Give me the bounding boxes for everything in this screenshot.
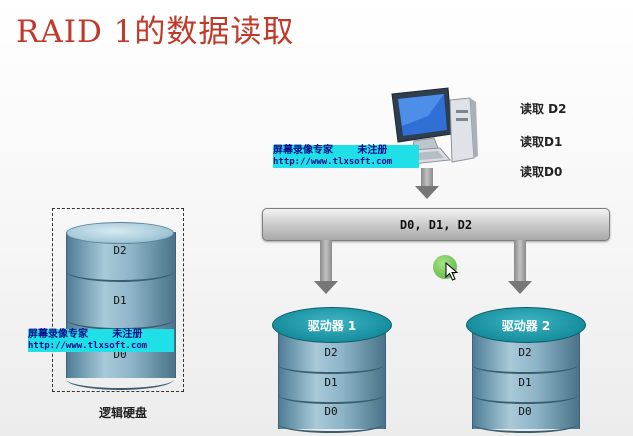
arrow-down-icon <box>514 240 526 282</box>
arrow-head-icon <box>314 281 338 294</box>
logical-disk: D2 D1 D0 <box>66 222 176 390</box>
arrow-head-icon <box>508 281 532 294</box>
drive-cap: 驱动器 1 <box>272 307 392 343</box>
segment-label: D0 <box>518 405 532 418</box>
arrow-down-icon <box>421 168 433 187</box>
mouse-pointer-icon <box>445 262 459 281</box>
logical-disk-label: 逻辑硬盘 <box>98 406 147 420</box>
data-bus: D0, D1, D2 <box>262 208 610 241</box>
logical-disk-frame <box>52 208 184 392</box>
segment-label: D1 <box>518 376 532 389</box>
bus-label: D0, D1, D2 <box>399 217 473 232</box>
arrow-head-icon <box>415 186 439 199</box>
segment-label: D1 <box>113 294 127 307</box>
watermark-url: http://www.tlxsoft.com <box>28 341 174 352</box>
drive-label: 驱动器 2 <box>501 318 551 333</box>
watermark-text: 屏幕录像专家 未注册 <box>28 329 174 341</box>
read-op-label: 读取D1 <box>520 135 563 149</box>
drive-2: 驱动器 2 D2 D1 D0 <box>466 305 586 433</box>
page-title: RAID 1的数据读取 <box>16 14 295 50</box>
segment-label: D2 <box>113 244 127 257</box>
segment-label: D2 <box>324 346 338 359</box>
drive-1: 驱动器 1 D2 D1 D0 <box>272 305 392 433</box>
read-op-label: 读取 D2 <box>520 102 567 116</box>
watermark-text: 屏幕录像专家 未注册 <box>273 145 419 157</box>
segment-label: D2 <box>518 346 532 359</box>
arrow-down-icon <box>320 240 332 282</box>
watermark-url: http://www.tlxsoft.com <box>273 157 419 168</box>
segment-label: D0 <box>324 405 338 418</box>
drive-label: 驱动器 1 <box>307 318 357 333</box>
drive-cap: 驱动器 2 <box>466 307 586 343</box>
segment-label: D1 <box>324 376 338 389</box>
read-op-label: 读取D0 <box>520 165 563 179</box>
